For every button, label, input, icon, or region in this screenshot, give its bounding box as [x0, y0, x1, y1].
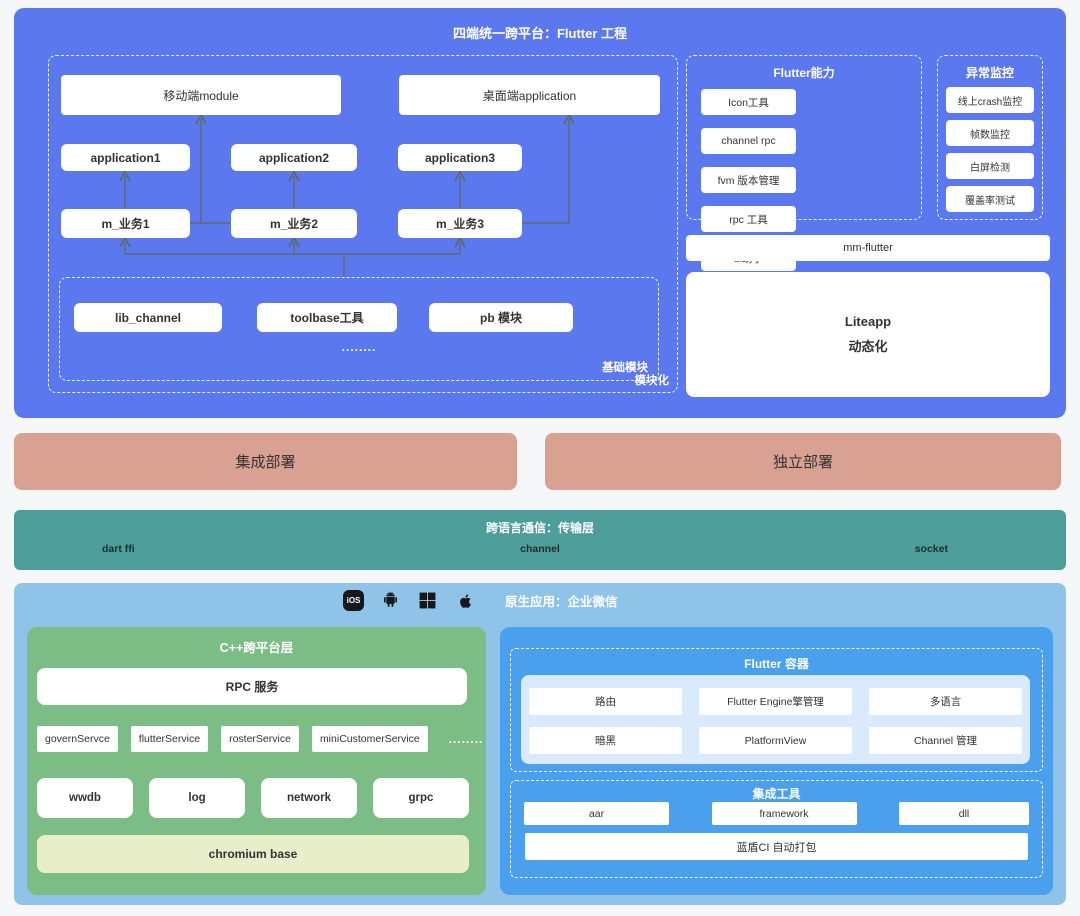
flutter-container-group: Flutter 容器 路由 Flutter Engine擎管理 多语言 暗黑 P… [510, 648, 1043, 772]
container-item: Channel 管理 [869, 727, 1022, 754]
dart-ffi-label: dart ffi [102, 543, 135, 555]
service-item: miniCustomerService [311, 726, 428, 752]
modularization-group: 移动端module 桌面端application application1 ap… [48, 55, 678, 393]
liteapp-box: Liteapp 动态化 [686, 272, 1050, 397]
base-modules-group: lib_channel toolbase工具 pb 模块 ........ 基础… [59, 277, 659, 381]
integration-item: aar [524, 802, 669, 825]
business2-box: m_业务2 [231, 209, 357, 238]
flutter-container-panel: 路由 Flutter Engine擎管理 多语言 暗黑 PlatformView… [521, 675, 1030, 764]
container-item: 暗黑 [529, 727, 682, 754]
integration-item: dll [899, 802, 1029, 825]
mm-flutter-bar: mm-flutter [686, 235, 1050, 261]
ci-autopack-bar: 蓝盾CI 自动打包 [525, 833, 1028, 860]
mobile-module-box: 移动端module [61, 75, 341, 115]
socket-label: socket [914, 543, 948, 555]
transport-title: 跨语言通信：传输层 [485, 521, 594, 535]
apple-icon [454, 590, 475, 611]
ability-item: fvm 版本管理 [701, 167, 796, 193]
integrated-deployment-bar: 集成部署 [14, 433, 517, 490]
lib-item: wwdb [37, 778, 133, 818]
ios-icon-label: iOS [346, 596, 361, 605]
ability-item: rpc 工具 [701, 206, 796, 232]
container-item: PlatformView [699, 727, 852, 754]
pb-module-box: pb 模块 [429, 303, 573, 332]
integration-tools-title: 集成工具 [752, 787, 801, 801]
desktop-application-box: 桌面端application [399, 75, 660, 115]
flutter-container-title: Flutter 容器 [744, 657, 809, 671]
monitoring-item: 白屏检测 [946, 153, 1034, 179]
monitoring-item: 覆盖率测试 [946, 186, 1034, 212]
native-app-section: iOS [14, 583, 1066, 905]
modularization-label: 模块化 [634, 375, 670, 387]
monitoring-item: 帧数监控 [946, 120, 1034, 146]
service-item: rosterService [221, 726, 299, 752]
lib-item: network [261, 778, 357, 818]
flutter-project-title: 四端统一跨平台：Flutter 工程 [452, 26, 628, 41]
application3-box: application3 [398, 144, 522, 171]
application1-box: application1 [61, 144, 190, 171]
channel-label: channel [520, 543, 560, 555]
business1-box: m_业务1 [61, 209, 190, 238]
cpp-layer-title: C++跨平台层 [219, 641, 294, 655]
base-modules-ellipsis: ........ [341, 340, 377, 354]
lib-item: grpc [373, 778, 469, 818]
ability-item: channel rpc [701, 128, 796, 154]
rpc-service-box: RPC 服务 [37, 668, 467, 705]
business3-box: m_业务3 [398, 209, 522, 238]
monitoring-group: 异常监控 线上crash监控 帧数监控 白屏检测 覆盖率测试 [937, 55, 1043, 220]
standalone-deployment-bar: 独立部署 [545, 433, 1061, 490]
windows-icon [417, 590, 438, 611]
monitoring-item: 线上crash监控 [946, 87, 1034, 113]
services-ellipsis: ........ [448, 732, 484, 746]
ios-icon: iOS [343, 590, 364, 611]
liteapp-title: Liteapp [844, 314, 892, 329]
lib-channel-box: lib_channel [74, 303, 222, 332]
service-item: flutterService [130, 726, 209, 752]
integration-tools-group: 集成工具 aar framework dll 蓝盾CI 自动打包 [510, 780, 1043, 878]
integration-item: framework [711, 802, 857, 825]
cpp-layer-group: C++跨平台层 RPC 服务 governServce flutterServi… [27, 627, 486, 895]
container-item: 路由 [529, 688, 682, 715]
flutter-project-section: 四端统一跨平台：Flutter 工程 [14, 8, 1066, 418]
lib-item: log [149, 778, 245, 818]
monitoring-title: 异常监控 [965, 66, 1014, 80]
native-app-header: iOS [343, 590, 618, 611]
application2-box: application2 [231, 144, 357, 171]
transport-layer-band: 跨语言通信：传输层 dart ffi channel socket [14, 510, 1066, 570]
base-modules-label: 基础模块 [602, 362, 648, 374]
flutter-ability-group: Flutter能力 Icon工具 channel rpc fvm 版本管理 rp… [686, 55, 922, 310]
liteapp-subtitle: 动态化 [848, 339, 888, 354]
container-item: 多语言 [869, 688, 1022, 715]
android-icon [380, 590, 401, 611]
chromium-base-bar: chromium base [37, 835, 469, 873]
service-item: governServce [37, 726, 118, 752]
native-app-title: 原生应用：企业微信 [505, 595, 618, 609]
flutter-ability-title: Flutter能力 [773, 66, 835, 80]
toolbase-box: toolbase工具 [257, 303, 397, 332]
container-item: Flutter Engine擎管理 [699, 688, 852, 715]
ability-item: Icon工具 [701, 89, 796, 115]
flutter-native-group: Flutter 容器 路由 Flutter Engine擎管理 多语言 暗黑 P… [500, 627, 1053, 895]
